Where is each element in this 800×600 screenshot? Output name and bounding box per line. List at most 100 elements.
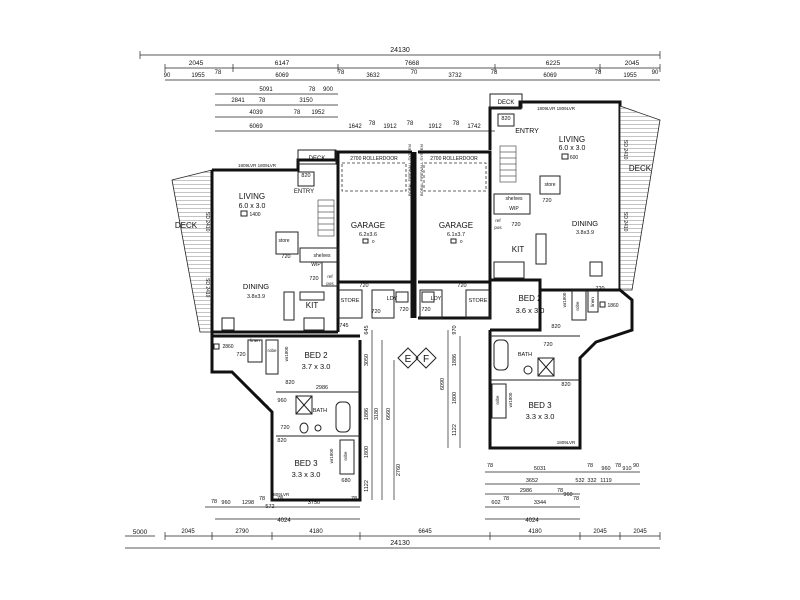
wr-label: wr1800 <box>562 292 567 307</box>
dim-row2: 90 <box>652 70 659 76</box>
entry-deck: DECK <box>498 100 515 106</box>
bed3-size: 3.3 x 3.0 <box>526 412 555 421</box>
dim-br4: 78 <box>573 496 579 502</box>
dim-v: 1886 <box>364 408 370 420</box>
dim-row2: 70 <box>411 70 418 76</box>
dim-br2: 532 <box>575 478 584 484</box>
door-dim: 720 <box>280 425 289 431</box>
living-code: 1400 <box>249 212 260 218</box>
robe-label: robe <box>343 451 348 461</box>
dim-row2: 3732 <box>448 73 462 79</box>
wr-label: wr1800 <box>329 448 334 463</box>
wall-lvr: 1809LVR <box>253 393 270 410</box>
store-label: store <box>278 238 289 244</box>
dim-row3: 78 <box>309 87 316 93</box>
bed2-code: 2860 <box>222 344 233 350</box>
living-size: 6.0 x 3.0 <box>239 203 266 210</box>
dim-bl: 78 <box>211 499 217 505</box>
dining-label: DINING <box>243 282 269 291</box>
dim-row3: 5091 <box>259 87 273 93</box>
door-dim: 720 <box>309 276 318 282</box>
laundry-label: LDY <box>431 296 442 302</box>
living-label: LIVING <box>559 135 585 144</box>
door-dim: 720 <box>359 283 368 289</box>
dim-top: 6225 <box>546 60 561 67</box>
dim-br: 90 <box>633 463 639 469</box>
bed3-size: 3.3 x 3.0 <box>292 470 321 479</box>
dim-bl: 960 <box>221 500 230 506</box>
dim-br4: 602 <box>491 500 500 506</box>
bath-label: BATH <box>518 352 532 358</box>
dim-bottom: 2045 <box>181 529 195 535</box>
store-label: STORE <box>341 298 360 304</box>
lvr-label: 1809LVR <box>271 492 290 497</box>
dim-row5: 1952 <box>311 110 325 116</box>
door-dim: 720 <box>543 342 552 348</box>
dim-overall-bottom: 24130 <box>390 540 410 547</box>
dim-v: 6660 <box>386 408 392 420</box>
dim-bl: 572 <box>265 504 274 510</box>
deck-f <box>619 105 661 291</box>
dim-bottom: 2790 <box>235 529 249 535</box>
unit-f: 2700 ROLLERDOOR GARAGE 6.1x3.7 0 LDY 720… <box>418 93 661 450</box>
kit-label: KIT <box>306 301 319 310</box>
living-code: 600 <box>570 155 579 161</box>
dim-bottom: 6645 <box>418 529 432 535</box>
dim-bl: 78 <box>259 496 265 502</box>
dim-row2: 78 <box>595 70 602 76</box>
dim-br: 78 <box>487 463 493 469</box>
dim-row2: 78 <box>491 70 498 76</box>
dim-bottom: 4180 <box>528 529 542 535</box>
dining-size: 3.8x3.9 <box>247 294 265 300</box>
wip-label: WIP <box>509 206 519 212</box>
bed2-label: BED 2 <box>304 351 328 360</box>
dim-top: 6147 <box>275 60 290 67</box>
dim-row6: 78 <box>369 121 376 127</box>
dim-br3: 960 <box>563 492 572 498</box>
dim-row2: 3632 <box>366 73 380 79</box>
dim-bl: 1298 <box>242 500 254 506</box>
dim-960: 960 <box>277 398 286 404</box>
door-dim: 720 <box>281 254 290 260</box>
entry-deck: DECK <box>309 156 326 162</box>
dim-br: 910 <box>622 466 631 472</box>
dim-row2: 6069 <box>275 73 289 79</box>
window-label: 1809LVR 1809LVR <box>537 106 576 111</box>
dim-bl2: 4024 <box>277 518 291 524</box>
deck-e <box>171 169 213 333</box>
bed3-label: BED 3 <box>294 459 318 468</box>
laundry-label: LDY <box>387 296 398 302</box>
marker-f: F <box>423 354 429 365</box>
bath-label: BATH <box>313 408 327 414</box>
dim-br4: 78 <box>503 496 509 502</box>
firewall: BORAL FIREWALL SYSTEM BORAL FIREWALL SYS… <box>407 144 424 318</box>
bed2-label: BED 2 <box>518 294 542 303</box>
deck-sd: SD 2410 <box>622 140 628 160</box>
door-dim: 720 <box>399 307 408 313</box>
kit-label: KIT <box>512 245 525 254</box>
dim-v: 1886 <box>452 354 458 366</box>
living-label: LIVING <box>239 192 265 201</box>
garage-label: GARAGE <box>439 221 473 230</box>
store-label: STORE <box>469 298 488 304</box>
entry-label: ENTRY <box>515 128 539 135</box>
door-dim: 720 <box>511 222 520 228</box>
dim-top: 7668 <box>405 60 420 67</box>
garage-size: 6.2x3.6 <box>359 232 377 238</box>
dim-row5: 78 <box>294 110 301 116</box>
stairs <box>499 145 517 183</box>
dim-row6: 78 <box>453 121 460 127</box>
wip-label: WIP <box>311 262 321 268</box>
dim-820: 820 <box>301 173 310 179</box>
deck-label: DECK <box>629 164 652 173</box>
dim-row2: 90 <box>164 73 171 79</box>
bed2-code: 1860 <box>607 303 618 309</box>
robe-label: robe <box>495 395 500 405</box>
dim-row2: 78 <box>338 70 345 76</box>
dim-bl: 78 <box>351 496 357 502</box>
dim-row2: 78 <box>215 70 222 76</box>
dim-row2: 1955 <box>191 73 205 79</box>
deck-label: DECK <box>175 221 198 230</box>
dim-v: 970 <box>452 325 458 334</box>
dim-v: 6090 <box>440 378 446 390</box>
